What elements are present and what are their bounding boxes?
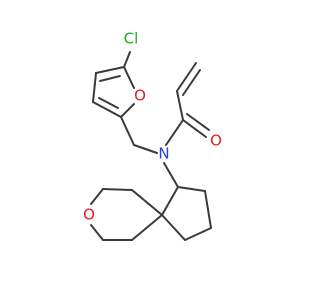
bond [133,144,158,154]
chlorine-label: Cl [124,30,139,48]
bond [176,90,184,121]
bond [102,188,133,191]
bond [99,75,121,82]
bond [184,227,212,241]
atom-labels: Cl O O N O [83,30,222,224]
bond [92,101,122,118]
carbonyl-oxygen-label: O [210,132,222,150]
bond [161,186,179,216]
amide-nitrogen-label: N [158,145,169,163]
bond [177,186,206,192]
bond [204,190,212,229]
bond [161,214,186,241]
bond [95,66,125,74]
bond [90,224,104,241]
furan-oxygen-label: O [134,87,146,105]
bonds [90,51,212,241]
bond [186,113,210,131]
bond [176,62,197,92]
bond [182,69,201,96]
bond [131,189,163,216]
oxane-oxygen-label: O [83,206,95,224]
bond [182,119,207,138]
bond [120,103,135,118]
structure-diagram: Cl O O N O [83,30,222,241]
bond [98,97,119,109]
bond [163,162,179,188]
bond [120,116,135,146]
bond [123,66,135,89]
bond [92,72,97,103]
bond [131,214,163,241]
bond [123,51,131,68]
bond [165,119,184,146]
bond [90,188,104,205]
